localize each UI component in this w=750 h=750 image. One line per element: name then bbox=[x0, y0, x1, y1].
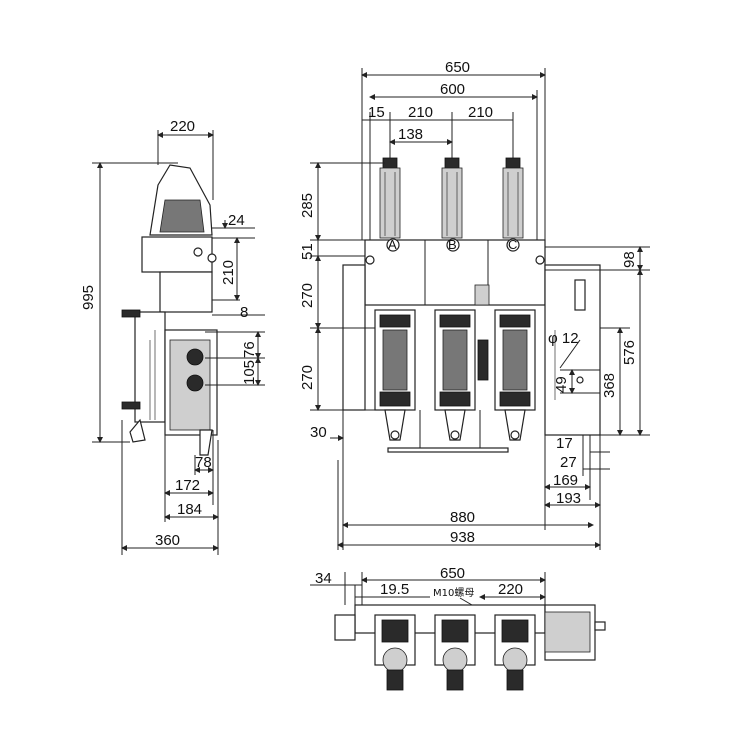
dim-top-19-5: 19.5 bbox=[380, 581, 409, 598]
top-pole-b bbox=[434, 614, 476, 691]
dim-front-270-b: 270 bbox=[299, 365, 316, 390]
dim-front-138: 138 bbox=[398, 126, 423, 143]
phase-label-a-circle bbox=[386, 238, 400, 252]
pole-c bbox=[494, 309, 536, 441]
top-pole-a bbox=[374, 614, 416, 691]
nut-note: M10螺母 bbox=[433, 587, 474, 599]
phase-label-c: C bbox=[508, 237, 517, 252]
phase-label-b: B bbox=[448, 237, 457, 252]
dim-front-285: 285 bbox=[299, 193, 316, 218]
dim-front-49: 49 bbox=[553, 376, 570, 393]
phase-label-a: A bbox=[388, 237, 397, 252]
insulator-c bbox=[502, 157, 524, 239]
front-view: 650 600 15 210 210 138 bbox=[299, 59, 650, 550]
dim-side-76: 76 bbox=[241, 341, 258, 358]
dim-front-270-a: 270 bbox=[299, 283, 316, 308]
dim-front-650: 650 bbox=[445, 59, 470, 76]
dim-top-34: 34 bbox=[315, 570, 332, 587]
dim-side-105: 105 bbox=[241, 360, 258, 385]
dim-front-880: 880 bbox=[450, 509, 475, 526]
dim-front-210-b: 210 bbox=[468, 104, 493, 121]
dim-front-17: 17 bbox=[556, 435, 573, 452]
phase-label-b-circle bbox=[446, 238, 460, 252]
dim-front-169: 169 bbox=[553, 472, 578, 489]
dim-front-51: 51 bbox=[299, 243, 316, 260]
dim-side-172: 172 bbox=[175, 477, 200, 494]
dim-side-210: 210 bbox=[220, 260, 237, 285]
dim-side-8: 8 bbox=[240, 304, 248, 321]
dim-front-193: 193 bbox=[556, 490, 581, 507]
dim-front-600: 600 bbox=[440, 81, 465, 98]
side-view: 220 995 24 210 8 bbox=[80, 118, 265, 555]
dim-top-220: 220 bbox=[498, 581, 523, 598]
dim-front-576: 576 bbox=[621, 340, 638, 365]
phase-label-c-circle bbox=[506, 238, 520, 252]
dim-front-98: 98 bbox=[621, 251, 638, 268]
dim-side-78: 78 bbox=[195, 454, 212, 471]
dim-side-360: 360 bbox=[155, 532, 180, 549]
top-pole-c bbox=[494, 614, 536, 691]
dim-top-650: 650 bbox=[440, 565, 465, 582]
dim-front-phi12: φ 12 bbox=[548, 330, 579, 347]
dim-front-938: 938 bbox=[450, 529, 475, 546]
dim-side-995: 995 bbox=[80, 285, 97, 310]
dim-front-27: 27 bbox=[560, 454, 577, 471]
dim-side-220: 220 bbox=[170, 118, 195, 135]
insulator-a bbox=[379, 157, 401, 239]
dim-front-210-a: 210 bbox=[408, 104, 433, 121]
top-view: 650 34 19.5 220 M10螺母 bbox=[310, 565, 606, 691]
dim-side-184: 184 bbox=[177, 501, 202, 518]
dim-front-368: 368 bbox=[601, 373, 618, 398]
dim-front-15: 15 bbox=[368, 104, 385, 121]
pole-b bbox=[434, 309, 476, 441]
dim-front-30: 30 bbox=[310, 424, 327, 441]
dim-side-24: 24 bbox=[228, 212, 245, 229]
pole-a bbox=[374, 309, 416, 441]
insulator-b bbox=[441, 157, 463, 239]
